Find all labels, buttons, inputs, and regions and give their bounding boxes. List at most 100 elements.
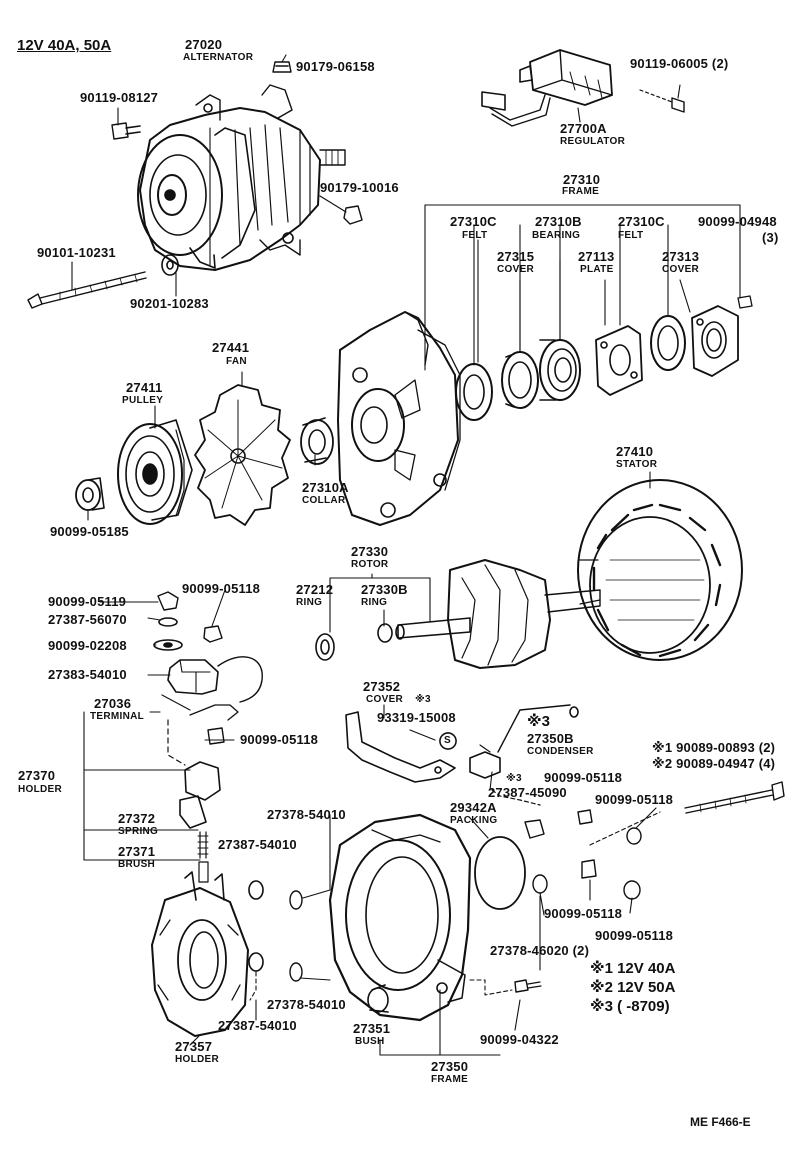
part-number-27310: 27310 bbox=[563, 172, 601, 187]
regulator-drawing bbox=[481, 49, 685, 127]
part-number-27387-56070: 27387-56070 bbox=[48, 612, 127, 627]
part-number-27310C-b: 27310C bbox=[618, 214, 665, 229]
note-3: ※3 ( -8709) bbox=[590, 998, 670, 1015]
part-number-27351: 27351 bbox=[353, 1021, 391, 1036]
part-number-27212: 27212 bbox=[296, 582, 334, 597]
part-number-27020: 27020 bbox=[185, 37, 223, 52]
part-number-90099-05118-e: 90099-05118 bbox=[544, 906, 623, 921]
part-name-pulley: PULLEY bbox=[122, 395, 164, 406]
part-number-27330: 27330 bbox=[351, 544, 389, 559]
part-number-90201-10283: 90201-10283 bbox=[130, 296, 209, 311]
part-number-27370: 27370 bbox=[18, 768, 56, 783]
part-number-90099-04948: 90099-04948 bbox=[698, 214, 777, 229]
part-name-alternator: ALTERNATOR bbox=[183, 52, 254, 63]
part-name-condenser: CONDENSER bbox=[527, 746, 594, 757]
part-name-plate: PLATE bbox=[580, 264, 614, 275]
part-number-90089-04947: ※2 90089-04947 (4) bbox=[652, 756, 776, 771]
pulley-fan-drawing bbox=[75, 384, 334, 526]
terminal-holder-drawing bbox=[153, 591, 263, 883]
part-number-27350B: 27350B bbox=[527, 731, 574, 746]
part-number-90179-06158: 90179-06158 bbox=[296, 59, 375, 74]
part-name-bush: BUSH bbox=[355, 1036, 385, 1047]
part-name-holder-27357: HOLDER bbox=[175, 1054, 220, 1065]
part-number-27441: 27441 bbox=[212, 340, 250, 355]
part-number-90099-05185: 90099-05185 bbox=[50, 524, 129, 539]
fasteners-top bbox=[27, 61, 363, 309]
part-name-spring: SPRING bbox=[118, 826, 159, 837]
brush-holder-drawing bbox=[151, 871, 264, 1037]
part-name-felt-a: FELT bbox=[462, 230, 488, 241]
part-number-90119-08127: 90119-08127 bbox=[80, 90, 159, 105]
part-number-27387-54010-b: 27387-54010 bbox=[218, 1018, 297, 1033]
part-number-27113: 27113 bbox=[578, 249, 615, 264]
rotor-drawing bbox=[315, 559, 601, 669]
part-number-90089-00893: ※1 90089-00893 (2) bbox=[652, 740, 776, 755]
part-number-27411: 27411 bbox=[126, 380, 163, 395]
part-name-collar: COLLAR bbox=[302, 495, 346, 506]
part-number-90179-10016: 90179-10016 bbox=[320, 180, 399, 195]
part-number-90099-05118-c: 90099-05118 bbox=[544, 770, 623, 785]
packing-drawing bbox=[474, 836, 526, 910]
stator-drawing bbox=[577, 479, 743, 661]
part-number-27310A: 27310A bbox=[302, 480, 349, 495]
part-number-27387-45090: 27387-45090 bbox=[488, 785, 567, 800]
part-name-terminal: TERMINAL bbox=[90, 711, 145, 722]
part-number-27357: 27357 bbox=[175, 1039, 213, 1054]
part-number-90099-05118-d: 90099-05118 bbox=[595, 792, 674, 807]
part-number-90119-06005: 90119-06005 (2) bbox=[630, 56, 729, 71]
part-number-27700A: 27700A bbox=[560, 121, 607, 136]
part-number-27372: 27372 bbox=[118, 811, 156, 826]
part-name-cover-27315: COVER bbox=[497, 264, 535, 275]
part-number-90101-10231: 90101-10231 bbox=[37, 245, 116, 260]
part-number-29342A: 29342A bbox=[450, 800, 497, 815]
part-name-cover-27352: COVER bbox=[366, 694, 404, 705]
part-name-frame-27350: FRAME bbox=[431, 1074, 469, 1085]
alternator-drawing bbox=[137, 84, 346, 271]
part-name-rotor: ROTOR bbox=[351, 559, 389, 570]
part-number-27371: 27371 bbox=[118, 844, 156, 859]
note-mark-27350B: ※3 bbox=[527, 713, 550, 730]
part-number-27310C-a: 27310C bbox=[450, 214, 497, 229]
part-name-ring-27212: RING bbox=[296, 597, 323, 608]
bearing-row-drawing bbox=[455, 295, 753, 421]
part-name-stator: STATOR bbox=[616, 459, 658, 470]
part-qty-90099-04948: (3) bbox=[762, 230, 779, 245]
part-name-fan: FAN bbox=[226, 356, 247, 367]
part-number-27378-46020: 27378-46020 (2) bbox=[490, 943, 590, 958]
note-mark-27387-45090: ※3 bbox=[506, 773, 522, 784]
note-mark-27352: ※3 bbox=[415, 694, 431, 705]
part-number-27410: 27410 bbox=[616, 444, 654, 459]
part-name-felt-b: FELT bbox=[618, 230, 644, 241]
part-name-bearing: BEARING bbox=[532, 230, 581, 241]
part-number-27315: 27315 bbox=[497, 249, 535, 264]
note-2: ※2 12V 50A bbox=[590, 979, 676, 996]
part-number-27330B: 27330B bbox=[361, 582, 408, 597]
diagram-header: 12V 40A, 50A bbox=[17, 37, 112, 54]
note-1: ※1 12V 40A bbox=[590, 960, 676, 977]
part-name-holder-27370: HOLDER bbox=[18, 784, 63, 795]
part-number-90099-05118-f: 90099-05118 bbox=[595, 928, 674, 943]
part-name-frame-27310: FRAME bbox=[562, 186, 600, 197]
part-number-90099-05119: 90099-05119 bbox=[48, 594, 127, 609]
part-number-93319-15008: 93319-15008 bbox=[377, 710, 456, 725]
part-name-cover-27313: COVER bbox=[662, 264, 700, 275]
part-number-27313: 27313 bbox=[662, 249, 700, 264]
s-mark-label: S bbox=[444, 735, 451, 746]
part-number-90099-02208: 90099-02208 bbox=[48, 638, 127, 653]
part-number-90099-05118-b: 90099-05118 bbox=[240, 732, 319, 747]
frame-27310-drawing bbox=[337, 311, 461, 526]
part-number-27387-54010-a: 27387-54010 bbox=[218, 837, 297, 852]
part-name-brush: BRUSH bbox=[118, 859, 156, 870]
part-number-27310B: 27310B bbox=[535, 214, 582, 229]
part-number-90099-05118-a: 90099-05118 bbox=[182, 581, 261, 596]
part-name-ring-27330B: RING bbox=[361, 597, 388, 608]
rear-frame-drawing bbox=[289, 813, 472, 1022]
figure-code: ME F466-E bbox=[690, 1115, 751, 1129]
part-number-27378-54010-a: 27378-54010 bbox=[267, 807, 346, 822]
part-number-90099-04322: 90099-04322 bbox=[480, 1032, 559, 1047]
part-number-27378-54010-b: 27378-54010 bbox=[267, 997, 346, 1012]
part-number-27352: 27352 bbox=[363, 679, 401, 694]
leader-lines bbox=[71, 54, 741, 1056]
